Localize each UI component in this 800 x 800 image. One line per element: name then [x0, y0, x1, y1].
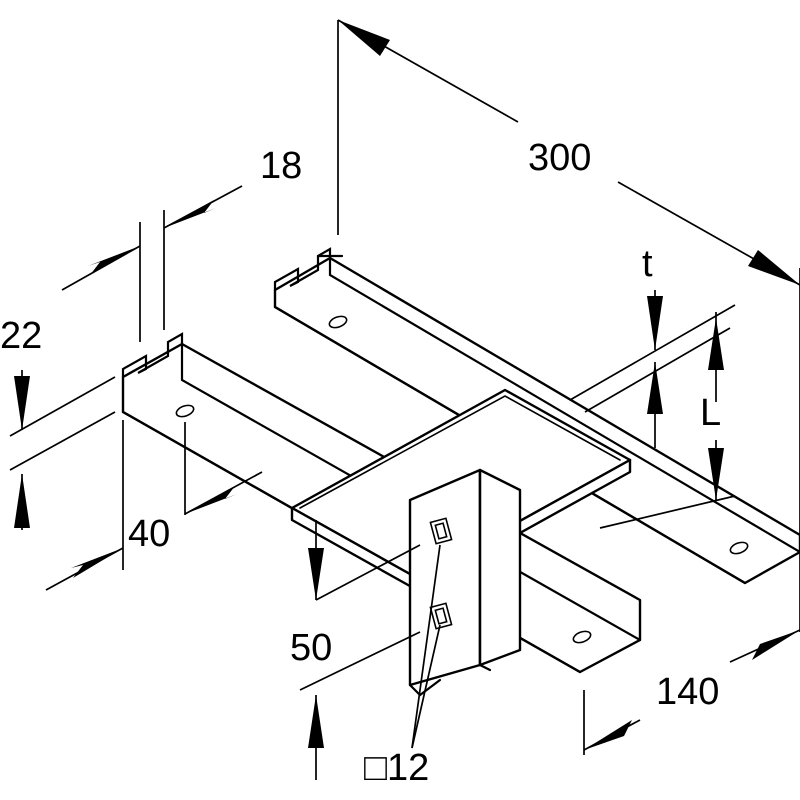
dim-label-L: L [700, 392, 721, 434]
dim-label-300: 300 [528, 137, 591, 179]
dimension-22: 22 [0, 315, 116, 530]
dimension-50: 50 [290, 520, 421, 780]
dimension-t-L: t L [569, 243, 736, 529]
dimension-40: 40 [45, 420, 263, 591]
dim-label-t: t [642, 243, 653, 285]
dim-label-12: □12 [364, 747, 429, 789]
dimension-140: 140 [583, 268, 800, 755]
dim-label-140: 140 [656, 671, 719, 713]
dim-label-50: 50 [290, 627, 332, 669]
dim-label-22: 22 [0, 315, 42, 357]
dimension-18: 18 [61, 145, 302, 342]
vertical-post [408, 468, 522, 697]
dim-label-40: 40 [128, 513, 170, 555]
dim-label-18: 18 [260, 145, 302, 187]
dimension-12: □12 [364, 544, 441, 789]
dimension-300: 300 [337, 19, 800, 286]
